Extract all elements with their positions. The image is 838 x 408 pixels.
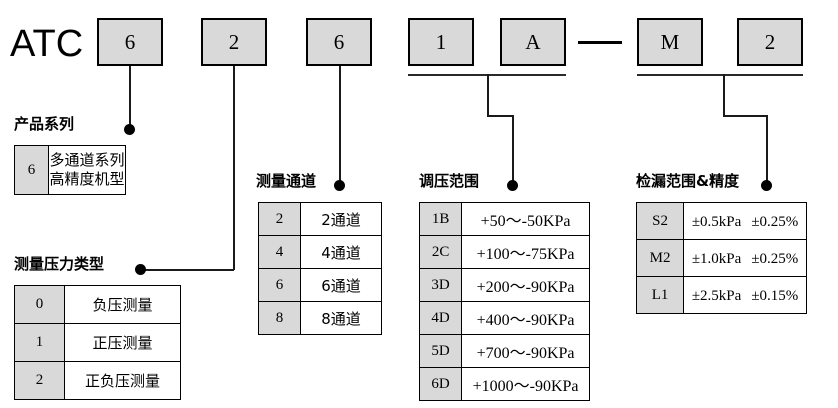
cell-description: +400～-90KPa xyxy=(461,301,590,335)
table-row: 8 8通道 xyxy=(258,301,383,335)
cell-accuracy: ±0.25% xyxy=(751,213,799,230)
cell-description: 6通道 xyxy=(299,268,383,302)
code-box-7[interactable]: 2 xyxy=(737,18,803,66)
heading-measure-channel: 测量通道 xyxy=(256,172,317,190)
connector-dot-measure-channel xyxy=(334,180,345,191)
cell-description: 8通道 xyxy=(299,301,383,335)
cell-code: 8 xyxy=(258,301,301,335)
cell-code: 2C xyxy=(418,235,463,269)
connector-leak-range-jog xyxy=(723,115,767,117)
cell-code: 4 xyxy=(258,235,301,269)
connector-pressure-type-horizontal xyxy=(140,269,234,271)
table-row: 6 多通道系列 高精度机型 xyxy=(13,145,126,195)
code-box-5[interactable]: A xyxy=(500,18,566,66)
cell-code: 0 xyxy=(13,285,66,324)
cell-code: 5D xyxy=(418,334,463,368)
cell-description: +100～-75KPa xyxy=(461,235,590,269)
cell-code: 6 xyxy=(13,145,50,195)
cell-description: 正压测量 xyxy=(64,323,181,362)
connector-dot-leak-range xyxy=(761,180,772,191)
table-row: 5D +700～-90KPa xyxy=(418,334,590,368)
cell-range-accuracy: ±0.5kPa ±0.25% xyxy=(683,202,807,240)
table-row: S2 ±0.5kPa ±0.25% xyxy=(635,202,807,240)
table-row: 1 正压测量 xyxy=(13,323,181,362)
cell-code: M2 xyxy=(635,239,685,277)
table-product-series: 6 多通道系列 高精度机型 xyxy=(13,145,126,195)
table-row: M2 ±1.0kPa ±0.25% xyxy=(635,239,807,277)
cell-description: +50～-50KPa xyxy=(461,202,590,236)
cell-description: 4通道 xyxy=(299,235,383,269)
cell-range: ±1.0kPa xyxy=(691,250,742,267)
connector-pressure-range-vertical-a xyxy=(487,74,489,116)
table-measure-channel: 2 2通道 4 4通道 6 6通道 8 8通道 xyxy=(258,202,383,335)
table-row: 6 6通道 xyxy=(258,268,383,302)
heading-product-series: 产品系列 xyxy=(14,115,75,133)
connector-dot-pressure-range xyxy=(507,180,518,191)
table-row: 4D +400～-90KPa xyxy=(418,301,590,335)
connector-pressure-range-jog xyxy=(487,115,513,117)
cell-code: L1 xyxy=(635,276,685,314)
table-row: 2 2通道 xyxy=(258,202,383,236)
cell-range: ±2.5kPa xyxy=(691,287,742,304)
table-row: 1B +50～-50KPa xyxy=(418,202,590,236)
code-box-2[interactable]: 2 xyxy=(201,18,267,66)
model-prefix-label: ATC xyxy=(10,23,84,65)
heading-pressure-type: 测量压力类型 xyxy=(14,255,105,273)
connector-pressure-type-vertical xyxy=(233,66,235,270)
connector-dot-pressure-type xyxy=(135,264,146,275)
code-box-6[interactable]: M xyxy=(637,18,703,66)
table-row: 2C +100～-75KPa xyxy=(418,235,590,269)
cell-description: +700～-90KPa xyxy=(461,334,590,368)
desc-line-2: 高精度机型 xyxy=(49,170,125,188)
connector-leak-range-vertical-a xyxy=(723,74,725,116)
heading-pressure-range: 调压范围 xyxy=(419,172,480,190)
cell-description: +200～-90KPa xyxy=(461,268,590,302)
table-row: 2 正负压测量 xyxy=(13,361,181,400)
cell-code: 3D xyxy=(418,268,463,302)
cell-code: 2 xyxy=(258,202,301,236)
table-row: 4 4通道 xyxy=(258,235,383,269)
desc-line-1: 多通道系列 xyxy=(49,151,125,170)
heading-leak-range-accuracy: 检漏范围&精度 xyxy=(636,172,740,190)
cell-accuracy: ±0.25% xyxy=(751,250,799,267)
connector-pressure-range-vertical-b xyxy=(512,115,514,184)
cell-code: 6 xyxy=(258,268,301,302)
cell-code: 6D xyxy=(418,367,463,401)
table-row: 3D +200～-90KPa xyxy=(418,268,590,302)
model-separator-dash xyxy=(578,41,622,44)
code-box-1[interactable]: 6 xyxy=(97,18,163,66)
table-row: 6D +1000～-90KPa xyxy=(418,367,590,401)
cell-code: 2 xyxy=(13,361,66,400)
cell-code: S2 xyxy=(635,202,685,240)
cell-accuracy: ±0.15% xyxy=(751,287,799,304)
cell-description: 负压测量 xyxy=(64,285,181,324)
cell-range-accuracy: ±2.5kPa ±0.15% xyxy=(683,276,807,314)
table-row: 0 负压测量 xyxy=(13,285,181,324)
cell-description: 多通道系列 高精度机型 xyxy=(48,145,126,195)
cell-code: 1 xyxy=(13,323,66,362)
connector-leak-range-vertical-b xyxy=(766,115,768,184)
connector-product-series xyxy=(129,66,131,128)
cell-description: +1000～-90KPa xyxy=(461,367,590,401)
connector-dot-product-series xyxy=(124,124,135,135)
cell-description: 正负压测量 xyxy=(64,361,181,400)
table-leak-range-accuracy: S2 ±0.5kPa ±0.25% M2 ±1.0kPa ±0.25% L1 ±2.… xyxy=(635,202,807,314)
cell-range-accuracy: ±1.0kPa ±0.25% xyxy=(683,239,807,277)
cell-code: 1B xyxy=(418,202,463,236)
table-pressure-range: 1B +50～-50KPa 2C +100～-75KPa 3D +200～-90… xyxy=(418,202,590,401)
code-box-3[interactable]: 6 xyxy=(306,18,372,66)
cell-range: ±0.5kPa xyxy=(691,213,742,230)
code-box-4[interactable]: 1 xyxy=(408,18,474,66)
connector-bracket-leak-range xyxy=(637,74,803,76)
cell-description: 2通道 xyxy=(299,202,383,236)
cell-code: 4D xyxy=(418,301,463,335)
connector-measure-channel xyxy=(339,66,341,184)
table-pressure-type: 0 负压测量 1 正压测量 2 正负压测量 xyxy=(13,285,181,400)
table-row: L1 ±2.5kPa ±0.15% xyxy=(635,276,807,314)
